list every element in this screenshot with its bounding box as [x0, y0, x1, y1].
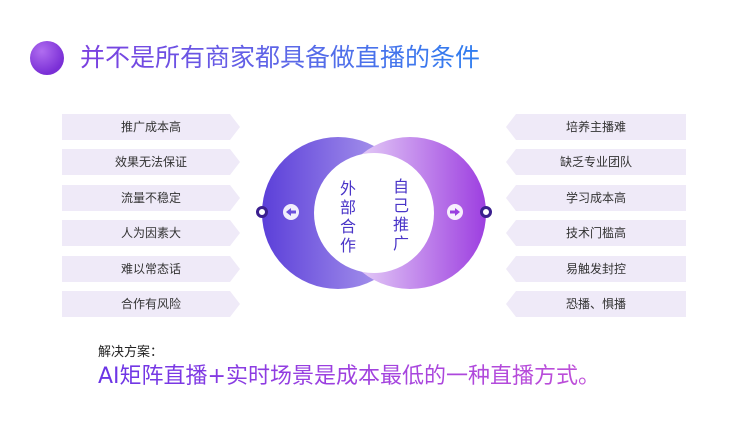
- right-arrow-icon: [450, 208, 460, 216]
- right-item: 恐播、惧播: [506, 291, 686, 317]
- solution-label: 解决方案：: [98, 345, 164, 360]
- right-item: 培养主播难: [506, 114, 686, 140]
- left-item: 效果无法保证: [62, 149, 240, 175]
- page-title: 并不是所有商家都具备做直播的条件: [80, 43, 481, 72]
- left-item: 推广成本高: [62, 114, 240, 140]
- right-item: 技术门槛高: [506, 220, 686, 246]
- left-item: 合作有风险: [62, 291, 240, 317]
- solution-text: AI矩阵直播+实时场景是成本最低的一种直播方式。: [98, 362, 600, 392]
- venn-left-text: 外部合作: [339, 179, 356, 255]
- title-bullet: [30, 41, 64, 75]
- right-item: 学习成本高: [506, 185, 686, 211]
- left-arrow-icon: [286, 208, 296, 216]
- left-item: 难以常态话: [62, 256, 240, 282]
- left-item: 流量不稳定: [62, 185, 240, 211]
- venn-right-text: 自己推广: [392, 177, 409, 253]
- right-item: 缺乏专业团队: [506, 149, 686, 175]
- venn-diagram: 外部合作 自己推广: [256, 135, 492, 295]
- venn-graphic: [256, 137, 492, 289]
- right-endpoint-dot: [480, 206, 492, 218]
- left-item: 人为因素大: [62, 220, 240, 246]
- right-item: 易触发封控: [506, 256, 686, 282]
- center-circle: [314, 153, 434, 273]
- left-endpoint-dot: [256, 206, 268, 218]
